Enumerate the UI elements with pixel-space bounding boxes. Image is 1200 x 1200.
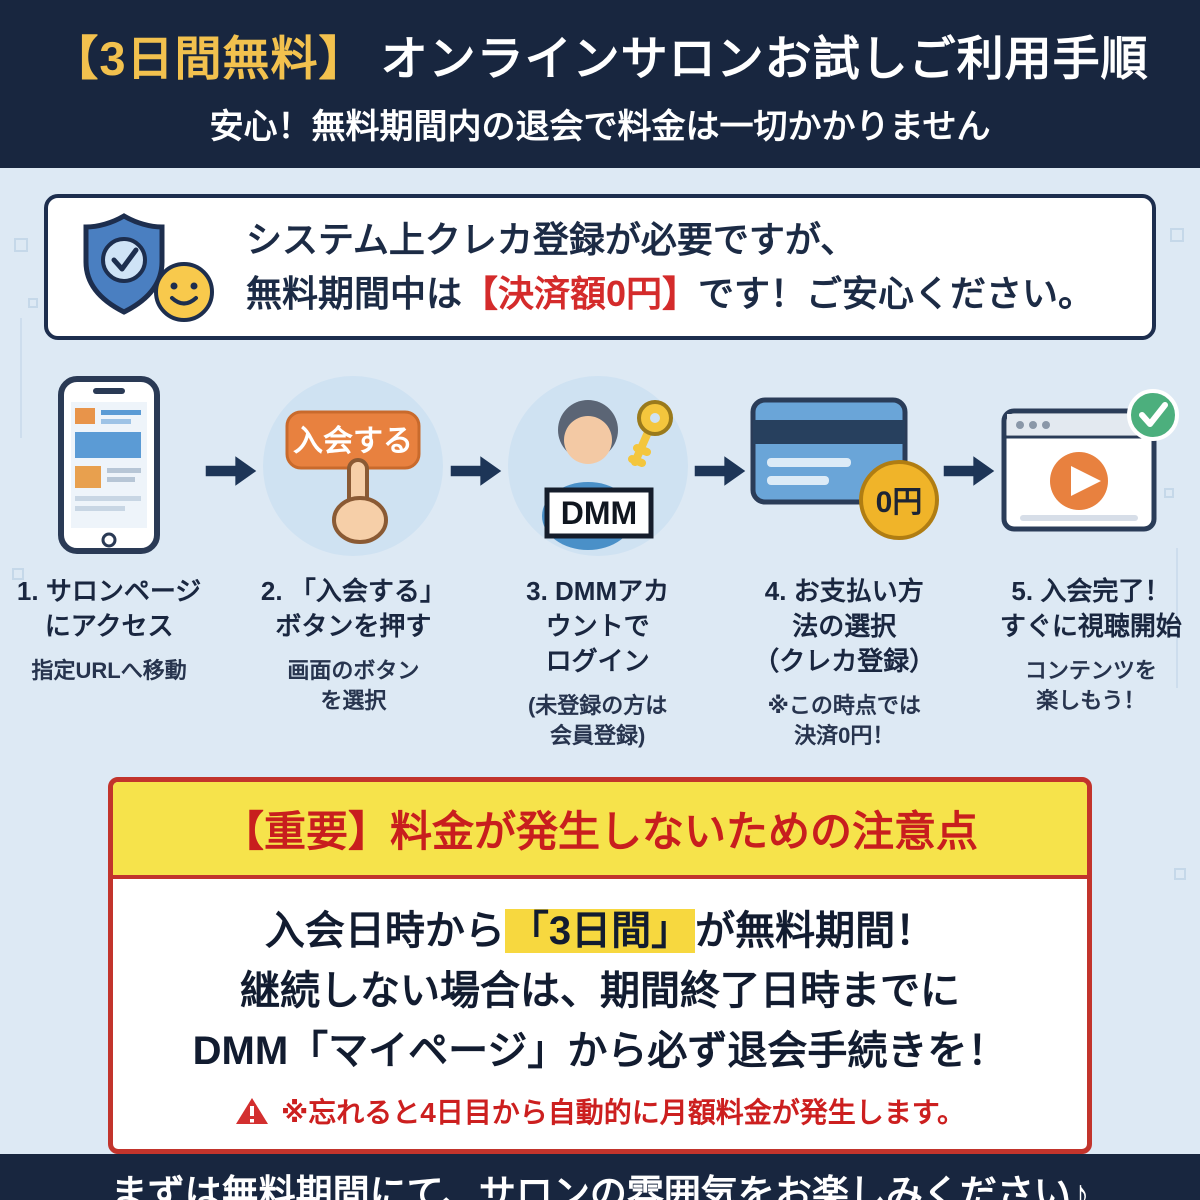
step-4-icon-wrap: 0円 xyxy=(747,370,942,562)
step-3-dmm-login: DMM 3. DMMアカ ウントで ログイン (未登録の方は 会員登録) xyxy=(503,370,693,751)
step-subtitle: 画面のボタン を選択 xyxy=(287,658,420,713)
circuit-deco xyxy=(12,568,24,580)
assurance-line2: 無料期間中は【決済額0円】です！ご安心ください。 xyxy=(246,267,1094,321)
circuit-deco xyxy=(28,298,38,308)
important-line-1: 入会日時から「3日間」が無料期間！ xyxy=(129,901,1071,961)
circuit-deco xyxy=(1164,488,1174,498)
smartphone-icon xyxy=(58,375,161,554)
pointer-hand-icon xyxy=(331,457,388,544)
header-band: 【3日間無料】 オンラインサロンお試しご利用手順 安心！無料期間内の退会で料金は… xyxy=(0,0,1200,168)
check-circle-icon xyxy=(1127,389,1180,441)
step-1-salon-access: 1. サロンページ にアクセス 指定URLへ移動 xyxy=(14,370,204,686)
important-line-1-post: が無料期間！ xyxy=(695,908,936,953)
warning-text: ※忘れると4日目から自動的に月額料金が発生します。 xyxy=(281,1096,965,1128)
free-period-highlight: 「3日間」 xyxy=(504,908,696,953)
important-header: 【重要】料金が発生しないための注意点 xyxy=(113,781,1087,879)
credit-card-icon: 0円 xyxy=(750,397,939,540)
assurance-box: システム上クレカ登録が必要ですが、 無料期間中は【決済額0円】です！ご安心くださ… xyxy=(44,194,1156,340)
footer-band: まずは無料期間にて、サロンの雰囲気をお楽しみください♪ xyxy=(0,1153,1200,1200)
title-main: オンラインサロンお試しご利用手順 xyxy=(380,32,1149,85)
circuit-deco xyxy=(20,318,22,438)
important-line-2: 継続しない場合は、期間終了日時までに xyxy=(240,968,960,1013)
page-title: 【3日間無料】 オンラインサロンお試しご利用手順 xyxy=(51,20,1148,89)
body-area: システム上クレカ登録が必要ですが、 無料期間中は【決済額0円】です！ご安心くださ… xyxy=(0,168,1200,1154)
step-1-icon-wrap xyxy=(14,370,204,562)
play-icon xyxy=(1050,452,1109,510)
warning-icon xyxy=(236,1097,268,1124)
smiley-face-icon xyxy=(154,261,214,322)
shield-check-icon xyxy=(83,212,214,322)
header-subtitle: 安心！無料期間内の退会で料金は一切かかりません xyxy=(209,108,991,146)
important-line-1-pre: 入会日時から xyxy=(264,908,505,953)
circuit-deco xyxy=(1170,228,1184,242)
step-3-icon-wrap: DMM xyxy=(503,370,693,562)
arrow-right-icon xyxy=(693,450,747,497)
assurance-line2-post: です！ご安心ください。 xyxy=(698,273,1095,314)
circuit-deco xyxy=(1174,868,1186,880)
step-title: 4. お支払い方 法の選択 （クレカ登録） xyxy=(753,576,936,677)
step-title: 3. DMMアカ ウントで ログイン xyxy=(526,576,670,677)
circuit-deco xyxy=(1176,548,1178,688)
step-5-complete: 5. 入会完了！ すぐに視聴開始 コンテンツを 楽しもう！ xyxy=(996,370,1186,716)
dmm-logo: DMM xyxy=(560,495,636,531)
arrow-right-icon xyxy=(449,450,503,497)
assurance-line1: システム上クレカ登録が必要ですが、 xyxy=(246,219,857,260)
step-2-join-button: 入会する 2. 「入会する」 ボタンを押す 画面のボタン を選択 xyxy=(258,370,448,716)
dmm-account-icon: DMM xyxy=(507,375,688,556)
title-highlight: 【3日間無料】 xyxy=(51,32,367,85)
arrow-right-icon xyxy=(942,450,996,497)
join-button-label: 入会する xyxy=(293,425,413,458)
warning-row: ※忘れると4日目から自動的に月額料金が発生します。 xyxy=(129,1091,1071,1131)
footer-text: まずは無料期間にて、サロンの雰囲気をお楽しみください♪ xyxy=(110,1172,1090,1200)
steps-flow: 1. サロンページ にアクセス 指定URLへ移動 入会する xyxy=(14,370,1186,751)
step-subtitle: (未登録の方は 会員登録) xyxy=(527,693,668,748)
step-4-payment: 0円 4. お支払い方 法の選択 （クレカ登録） ※この時点では 決済0円！ xyxy=(747,370,942,751)
important-line-3: DMM「マイページ」から必ず退会手続きを！ xyxy=(192,1028,1008,1073)
step-subtitle: ※この時点では 決済0円！ xyxy=(767,693,921,748)
join-button-icon: 入会する xyxy=(262,375,443,556)
step-title: 5. 入会完了！ すぐに視聴開始 xyxy=(999,576,1182,642)
arrow-right-icon xyxy=(204,450,258,497)
zero-yen-badge: 0円 xyxy=(858,460,939,540)
video-player-icon xyxy=(1001,389,1180,532)
assurance-text: システム上クレカ登録が必要ですが、 無料期間中は【決済額0円】です！ご安心くださ… xyxy=(246,213,1094,321)
zero-yen-badge-label: 0円 xyxy=(875,486,922,519)
assurance-line2-pre: 無料期間中は xyxy=(246,273,463,314)
important-notice-box: 【重要】料金が発生しないための注意点 入会日時から「3日間」が無料期間！ 継続し… xyxy=(108,776,1092,1154)
step-5-icon-wrap xyxy=(996,370,1186,562)
step-title: 2. 「入会する」 ボタンを押す xyxy=(260,576,446,642)
step-subtitle: 指定URLへ移動 xyxy=(31,658,187,684)
zero-yen-highlight: 【決済額0円】 xyxy=(462,273,699,314)
key-icon xyxy=(627,399,673,467)
step-subtitle: コンテンツを 楽しもう！ xyxy=(1024,658,1157,713)
step-2-icon-wrap: 入会する xyxy=(258,370,448,562)
step-title: 1. サロンページ にアクセス xyxy=(16,576,202,642)
circuit-deco xyxy=(14,238,28,252)
important-body: 入会日時から「3日間」が無料期間！ 継続しない場合は、期間終了日時までに DMM… xyxy=(113,879,1087,1149)
